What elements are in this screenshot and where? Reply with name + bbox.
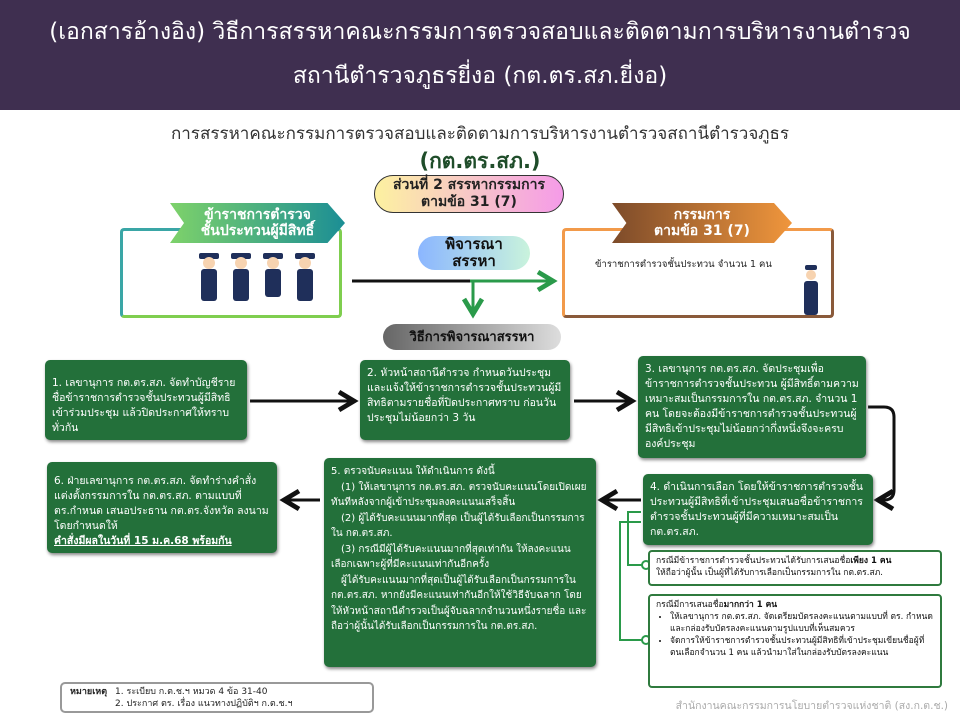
right-banner-line-1: กรรมการ xyxy=(673,207,731,223)
footer-organization: สำนักงานคณะกรรมการนโยบายตำรวจแห่งชาติ (ส… xyxy=(675,700,948,712)
step-5-title: 5. ตรวจนับคะแนน ให้ดำเนินการ ดังนี้ xyxy=(331,466,495,477)
step-6-text: 6. ฝ่ายเลขานุการ กต.ตร.สภ. จัดทำร่างคำสั… xyxy=(54,475,269,532)
consider-line-1: พิจารณา xyxy=(445,235,503,253)
case-one-result: ให้ถือว่าผู้นั้น เป็นผู้ที่ได้รับการเลือ… xyxy=(656,568,883,578)
part-pill-line-2: ตามข้อ 31 (7) xyxy=(421,194,517,210)
part-2-pill: ส่วนที่ 2 สรรหากรรมการตามข้อ 31 (7) xyxy=(374,175,564,213)
police-officer-icon xyxy=(804,265,818,315)
selection-method-pill: วิธีการพิจารณาสรรหา xyxy=(383,324,561,350)
part-pill-line-1: ส่วนที่ 2 สรรหากรรมการ xyxy=(393,177,545,193)
arrow-3-4 xyxy=(868,405,896,512)
step-5-item-4: ผู้ได้รับคะแนนมากที่สุดเป็นผู้ได้รับเลือ… xyxy=(331,574,587,633)
diagram-title-abbr: (กต.ตร.สภ.) xyxy=(419,149,541,173)
step-5-item-3: (3) กรณีมีผู้ได้รับคะแนนมากที่สุดเท่ากัน… xyxy=(331,543,571,571)
case-many-text: กรณีมีการเสนอชื่อ xyxy=(656,600,724,610)
header-line-2: สถานีตำรวจภูธรยี่งอ (กต.ตร.สภ.ยี่งอ) xyxy=(292,63,668,89)
note-box: หมายเหตุ 1. ระเบียบ ก.ต.ช.ฯ หมวด 4 ข้อ 3… xyxy=(60,682,374,713)
consider-selection-pill: พิจารณาสรรหา xyxy=(418,236,530,270)
step-5-item-2: (2) ผู้ได้รับคะแนนมากที่สุด เป็นผู้ได้รั… xyxy=(331,512,585,540)
committee-banner: กรรมการตามข้อ 31 (7) xyxy=(612,203,792,243)
case-one-bold: เพียง 1 คน xyxy=(850,556,892,566)
diagram-title: การสรรหาคณะกรรมการตรวจสอบและติดตามการบริ… xyxy=(170,124,790,144)
case-many-bullet-1: ให้เลขานุการ กต.ตร.สภ. จัดเตรียมบัตรลงคะ… xyxy=(670,611,934,635)
right-banner-line-2: ตามข้อ 31 (7) xyxy=(654,223,750,239)
committee-description: ข้าราชการตำรวจชั้นประทวน จำนวน 1 คน xyxy=(595,259,772,270)
case-one-text: กรณีมีข้าราชการตำรวจชั้นประทวนได้รับการเ… xyxy=(656,556,851,566)
step-6-box: 6. ฝ่ายเลขานุการ กต.ตร.สภ. จัดทำร่างคำสั… xyxy=(47,462,277,553)
case-many-bold: มากกว่า 1 คน xyxy=(723,600,778,610)
case-one-nominee: กรณีมีข้าราชการตำรวจชั้นประทวนได้รับการเ… xyxy=(648,550,942,586)
step-5-item-1: (1) ให้เลขานุการ กต.ตร.สภ. ตรวจนับคะแนนโ… xyxy=(331,481,587,509)
connector-case-many xyxy=(619,521,646,641)
eligible-officers-banner: ข้าราชการตำรวจชั้นประทวนผู้มีสิทธิ์ xyxy=(170,203,345,243)
step-4-box: 4. ดำเนินการเลือก โดยให้ข้าราชการตำรวจชั… xyxy=(643,474,873,545)
consider-line-2: สรรหา xyxy=(452,252,496,270)
note-label: หมายเหตุ xyxy=(70,687,108,697)
left-banner-line-1: ข้าราชการตำรวจ xyxy=(204,207,311,223)
case-many-nominees: กรณีมีการเสนอชื่อมากกว่า 1 คน ให้เลขานุก… xyxy=(648,594,942,688)
note-item-1: 1. ระเบียบ ก.ต.ช.ฯ หมวด 4 ข้อ 31-40 xyxy=(115,687,268,697)
case-many-bullet-2: จัดการให้ข้าราชการตำรวจชั้นประทวนผู้มีสิ… xyxy=(670,635,934,659)
step-3-box: 3. เลขานุการ กต.ตร.สภ. จัดประชุมเพื่อข้า… xyxy=(638,356,866,458)
step-6-emphasis: คำสั่งมีผลในวันที่ 15 ม.ค.68 พร้อมกัน xyxy=(54,535,232,547)
police-officers-illustration xyxy=(199,253,315,301)
page-header: (เอกสารอ้างอิง) วิธีการสรรหาคณะกรรมการตร… xyxy=(0,0,960,110)
header-line-1: (เอกสารอ้างอิง) วิธีการสรรหาคณะกรรมการตร… xyxy=(49,19,911,45)
eligible-officers-panel xyxy=(120,228,342,318)
note-item-2: 2. ประกาศ ตร. เรื่อง แนวทางปฏิบัติฯ ก.ต.… xyxy=(115,699,293,709)
connector-case-one xyxy=(627,511,646,566)
step-1-box: 1. เลขานุการ กต.ตร.สภ. จัดทำบัญชีรายชื่อ… xyxy=(45,360,247,440)
step-5-box: 5. ตรวจนับคะแนน ให้ดำเนินการ ดังนี้ (1) … xyxy=(324,458,596,667)
left-banner-line-2: ชั้นประทวนผู้มีสิทธิ์ xyxy=(200,223,315,239)
step-2-box: 2. หัวหน้าสถานีตำรวจ กำหนดวันประชุม และแ… xyxy=(360,360,570,440)
